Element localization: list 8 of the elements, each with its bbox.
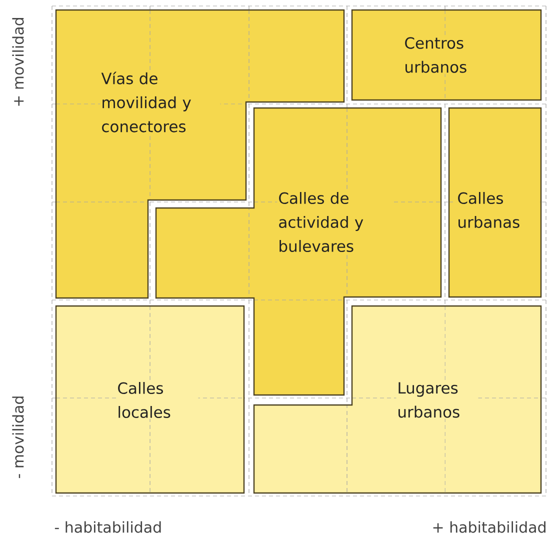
zone-area: Calles locales	[55, 305, 245, 494]
axis-label: + movilidad	[12, 18, 24, 106]
zone-area: Centros urbanos	[351, 9, 542, 101]
zone-area: Lugares urbanos	[253, 305, 542, 494]
axis-label: - movilidad	[12, 396, 24, 478]
zone-area: Calles urbanas	[448, 107, 542, 298]
axis-label: - habitabilidad	[54, 521, 161, 533]
axis-label: + habitabilidad	[433, 521, 546, 533]
